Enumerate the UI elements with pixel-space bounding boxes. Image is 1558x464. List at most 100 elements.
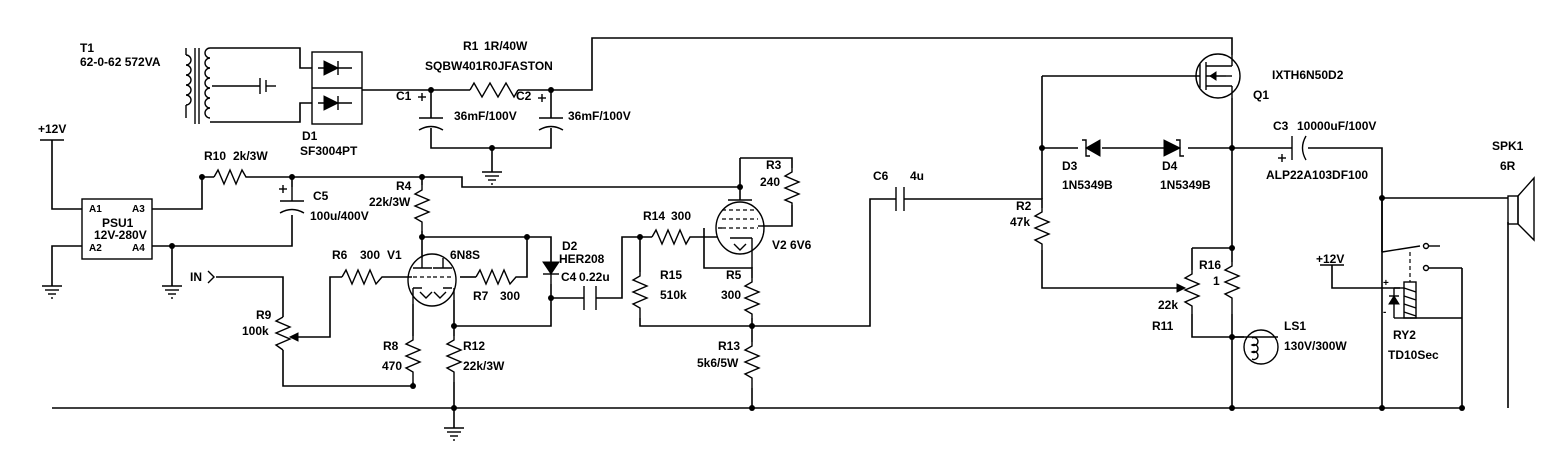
d2-ref: D2 [562, 239, 578, 253]
ls1-value: 130V/300W [1284, 339, 1347, 353]
supply-12v-label: +12V [38, 122, 66, 136]
ry2-ref: RY2 [1393, 328, 1416, 342]
c1-ref: C1 [396, 89, 412, 103]
transformer-t1: T1 62-0-62 572VA [80, 41, 211, 124]
r12-ref: R12 [463, 339, 485, 353]
r10-value: 2k/3W [233, 149, 268, 163]
r3-value: 240 [760, 175, 780, 189]
potentiometer-r11: 22k R11 [1152, 270, 1201, 333]
r2-value: 47k [1010, 215, 1030, 229]
resistor-r10: R10 2k/3W [204, 149, 268, 186]
r5-ref: R5 [726, 268, 742, 282]
r1-value: 1R/40W [484, 39, 528, 53]
supply-12v-left: +12V [38, 122, 66, 141]
r3-ref: R3 [766, 158, 782, 172]
psu1-pin-a3: A3 [132, 204, 145, 215]
ls1-ref: LS1 [1284, 319, 1306, 333]
capacitor-c1: C1 36mF/100V [396, 89, 517, 131]
r16-ref: R16 [1199, 258, 1221, 272]
mosfet-q1: IXTH6N50D2 Q1 [1195, 53, 1344, 102]
zener-d4: D4 1N5349B [1160, 139, 1211, 192]
lamp-ls1: LS1 130V/300W [1243, 319, 1347, 365]
ry2-value: TD10Sec [1388, 348, 1439, 362]
supply-12v-right-label: +12V [1316, 252, 1344, 266]
t1-ref: T1 [80, 41, 94, 55]
r7-value: 300 [500, 289, 520, 303]
c3-value: 10000uF/100V [1297, 119, 1376, 133]
r13-value: 5k6/5W [697, 356, 739, 370]
center-tap-symbol [259, 78, 276, 94]
v2-value: 6V6 [790, 238, 812, 252]
ground-psu [42, 285, 62, 299]
q1-value: IXTH6N50D2 [1272, 68, 1344, 82]
r8-ref: R8 [383, 339, 399, 353]
r11-ref: R11 [1152, 319, 1174, 333]
r14-ref: R14 [643, 209, 665, 223]
r15-ref: R15 [660, 268, 682, 282]
resistor-r16: R16 1 [1199, 258, 1241, 314]
tube-v1: V1 6N8S [387, 248, 480, 307]
r14-value: 300 [671, 209, 691, 223]
wires [51, 37, 1509, 428]
r7-ref: R7 [473, 289, 489, 303]
resistor-r8: R8 470 [382, 336, 422, 382]
r6-value: 300 [360, 248, 380, 262]
potentiometer-r9: R9 100k [242, 308, 299, 351]
r9-ref: R9 [256, 308, 272, 322]
v1-value: 6N8S [450, 248, 480, 262]
r10-ref: R10 [204, 149, 226, 163]
r9-value: 100k [242, 324, 269, 338]
capacitor-c5: C5 100u/400V [279, 185, 369, 223]
ry2-minus: - [1383, 307, 1386, 318]
bridge-rectifier-d1: D1 SF3004PT [300, 51, 363, 158]
supply-12v-right: +12V [1316, 252, 1344, 266]
input-in: IN [190, 270, 215, 284]
psu1-value: 12V-280V [94, 228, 147, 242]
r11-value: 22k [1158, 298, 1178, 312]
resistor-r5: R5 300 [721, 268, 761, 318]
psu1-pin-a1: A1 [89, 204, 102, 215]
resistor-r6: R6 300 [332, 248, 386, 286]
zener-d3: D3 1N5349B [1062, 139, 1113, 192]
r12-value: 22k/3W [463, 359, 505, 373]
capacitor-c4: C4 0.22u [561, 270, 610, 310]
spk1-value: 6R [1500, 159, 1516, 173]
psu1-pin-a4: A4 [132, 243, 145, 254]
d1-value: SF3004PT [300, 144, 358, 158]
q1-ref: Q1 [1253, 88, 1269, 102]
capacitor-c6: C6 4u [873, 169, 924, 211]
d1-ref: D1 [302, 129, 318, 143]
ground-bottom [444, 427, 464, 441]
resistor-r2: R2 47k [1010, 199, 1051, 250]
d4-value: 1N5349B [1160, 178, 1211, 192]
resistor-r14: R14 300 [643, 209, 692, 246]
c6-value: 4u [910, 169, 924, 183]
r1-ref: R1 [463, 39, 479, 53]
d3-value: 1N5349B [1062, 178, 1113, 192]
r1-part: SQBW401R0JFASTON [425, 59, 553, 73]
d4-ref: D4 [1162, 159, 1178, 173]
d2-value: HER208 [559, 252, 605, 266]
ground-symbol [482, 171, 502, 185]
psu1-ref: PSU1 [102, 216, 134, 230]
c4-value: 0.22u [579, 270, 610, 284]
ry2-plus: + [1383, 278, 1389, 289]
r4-ref: R4 [396, 179, 412, 193]
resistor-r12: R12 22k/3W [445, 336, 505, 382]
capacitor-c3: C3 10000uF/100V ALP22A103DF100 [1266, 119, 1376, 182]
c6-ref: C6 [873, 169, 889, 183]
ground-a4 [162, 285, 182, 299]
c5-value: 100u/400V [310, 209, 369, 223]
c4-ref: C4 [561, 270, 577, 284]
c1-value: 36mF/100V [454, 109, 517, 123]
capacitor-c2: C2 36mF/100V [516, 89, 631, 131]
v2-ref: V2 [772, 238, 787, 252]
r15-value: 510k [660, 288, 687, 302]
resistor-r7: R7 300 [473, 268, 520, 303]
speaker-spk1: SPK1 6R [1492, 139, 1535, 242]
diode-d2: D2 HER208 [542, 239, 605, 284]
psu1-module: A1 A3 A2 A4 PSU1 12V-280V [81, 198, 153, 260]
r5-value: 300 [721, 288, 741, 302]
r8-value: 470 [382, 359, 402, 373]
resistor-r1: R1 1R/40W SQBW401R0JFASTON [425, 39, 553, 99]
